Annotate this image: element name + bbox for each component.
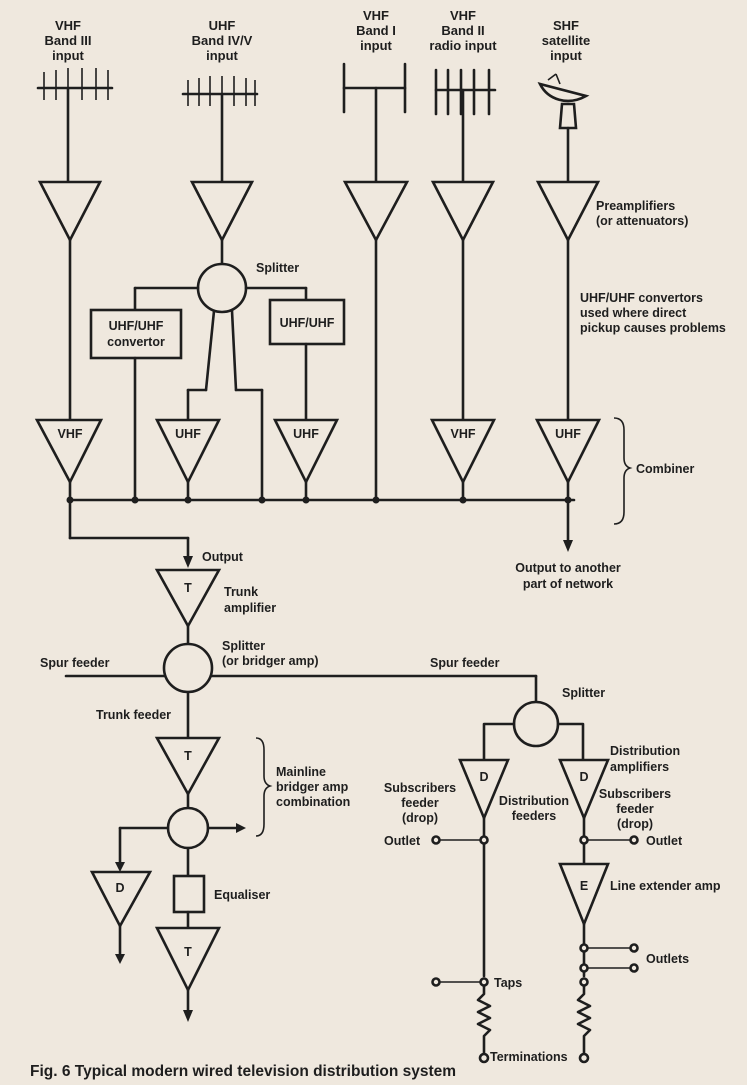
output-label: Output <box>202 550 244 564</box>
mainline-splitter <box>166 806 210 850</box>
preamplifiers-label: Preamplifiers(or attenuators) <box>596 199 688 228</box>
amp-uhf-2: UHF <box>293 427 319 441</box>
combiner-brace <box>613 417 633 525</box>
amp-vhf-2: VHF <box>451 427 476 441</box>
amp-uhf-3: UHF <box>555 427 581 441</box>
spur-feeder-right: Spur feeder <box>430 656 500 670</box>
splitter-label: Splitter <box>562 686 605 700</box>
trunk-amp-symbol: T <box>184 581 192 595</box>
trunk-amplifier <box>154 568 222 629</box>
uhf-box-label: UHF/UHF <box>280 316 335 330</box>
final-trunk-symbol: T <box>184 945 192 959</box>
line-extender-amp <box>558 862 610 928</box>
distribution-amp-left <box>458 758 510 822</box>
mainline-dist-symbol: D <box>115 881 124 895</box>
outlet-left: Outlet <box>384 834 421 848</box>
equaliser <box>172 874 206 914</box>
outlet-right: Outlet <box>646 834 683 848</box>
amp-vhf-1: VHF <box>58 427 83 441</box>
line-extender-symbol: E <box>580 879 588 893</box>
trunk-feeder-label: Trunk feeder <box>96 708 171 722</box>
distribution-amp-right <box>558 758 610 822</box>
preamplifier-row <box>37 180 601 243</box>
uhf-band45-antenna <box>181 76 259 184</box>
distribution-splitter <box>512 700 560 748</box>
uhf-uhf-box <box>268 298 346 346</box>
combiner-amplifiers <box>34 418 602 485</box>
satellite-dish-icon <box>537 73 590 184</box>
vhf-band1-antenna <box>342 62 407 184</box>
dist-amp-symbol-left: D <box>479 770 488 784</box>
final-trunk-amp <box>154 926 222 993</box>
mainline-brace <box>255 737 273 837</box>
taps-label: Taps <box>494 976 522 990</box>
vhf-band3-antenna <box>36 68 114 184</box>
mainline-dist-amp <box>89 870 153 929</box>
terminations-label: Terminations <box>490 1050 568 1064</box>
mainline-trunk-amp <box>154 736 222 797</box>
vhf-band2-antenna <box>434 68 497 184</box>
top-splitter <box>196 262 248 314</box>
equaliser-label: Equaliser <box>214 888 270 902</box>
spur-feeder-left: Spur feeder <box>40 656 110 670</box>
uhf-convertor-box <box>89 308 183 360</box>
bridger-splitter <box>162 642 214 694</box>
top-splitter-label: Splitter <box>256 261 299 275</box>
mainline-amp-symbol: T <box>184 749 192 763</box>
amp-uhf-1: UHF <box>175 427 201 441</box>
figure-caption: Fig. 6 Typical modern wired television d… <box>30 1063 456 1080</box>
splitter-bridger-label: Splitter(or bridger amp) <box>222 639 319 668</box>
combiner-label: Combiner <box>636 462 694 476</box>
dist-amp-symbol-right: D <box>579 770 588 784</box>
line-extender-label: Line extender amp <box>610 879 721 893</box>
outlets-label: Outlets <box>646 952 689 966</box>
